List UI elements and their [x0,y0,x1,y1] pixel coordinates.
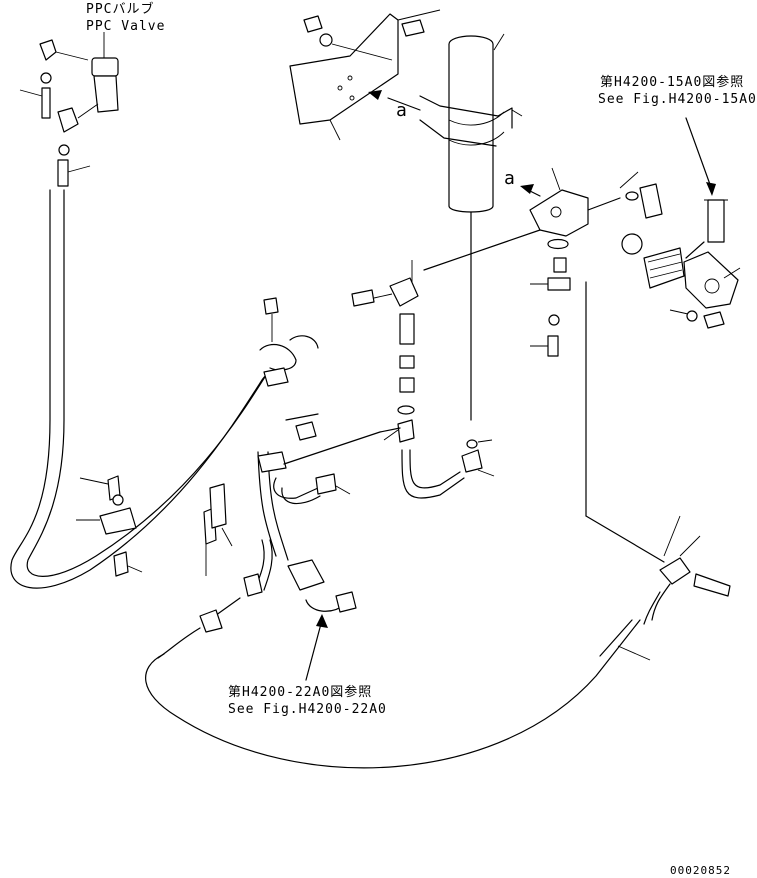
reference-22a0-en: See Fig.H4200-22A0 [228,702,387,717]
view-marker-a-middle: a [504,168,516,189]
left-clamp-assembly [76,475,233,577]
left-long-hose [10,189,286,589]
reference-22a0-jp: 第H4200-22A0図参照 [228,685,373,700]
ppc-valve-label-en: PPC Valve [86,19,166,34]
central-hoses [157,297,401,681]
ppc-valve-part [19,32,119,187]
filter-canister [419,33,523,421]
view-marker-a-top: a [396,100,408,121]
strainer-assembly [619,117,741,329]
center-fittings [351,260,495,499]
ppc-valve-label-jp: PPCバルブ [86,2,155,17]
right-return-line [145,281,731,769]
reference-15a0-jp: 第H4200-15A0図参照 [600,75,745,90]
valve-block [423,167,621,357]
top-bracket [289,9,441,141]
reference-15a0-en: See Fig.H4200-15A0 [598,92,757,107]
drawing-number: 00020852 [670,864,731,877]
